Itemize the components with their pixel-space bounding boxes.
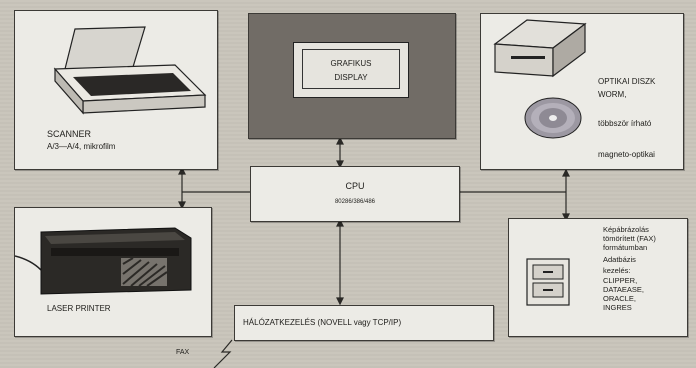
db-line6: CLIPPER, <box>603 276 638 285</box>
printer-title: LASER PRINTER <box>47 304 111 313</box>
db-line4: Adatbázis <box>603 255 636 264</box>
db-line5: kezelés: <box>603 266 631 275</box>
filing-cabinet-icon <box>526 258 570 306</box>
network-box: HÁLÓZATKEZELÉS (NOVELL vagy TCP/IP) <box>234 305 494 341</box>
display-line2: DISPLAY <box>334 73 368 82</box>
scanner-panel: SCANNER A/3—A/4, mikrofilm <box>14 10 218 170</box>
display-line1: GRAFIKUS <box>330 59 372 68</box>
optical-magneto: magneto-optikai <box>598 150 655 159</box>
optical-drive-icon <box>493 19 587 139</box>
db-line9: INGRES <box>603 303 632 312</box>
display-screen: GRAFIKUS DISPLAY <box>293 42 409 98</box>
optical-disk-panel: OPTIKAI DISZK WORM, többször írható magn… <box>480 13 684 170</box>
fax-zigzag <box>213 339 233 368</box>
optical-title: OPTIKAI DISZK <box>598 77 656 86</box>
scanner-subtitle: A/3—A/4, mikrofilm <box>47 142 116 151</box>
scanner-title: SCANNER <box>47 129 92 139</box>
display-panel: GRAFIKUS DISPLAY <box>248 13 456 139</box>
optical-worm: WORM, <box>598 90 627 99</box>
cpu-box: CPU 80286/386/486 <box>250 166 460 222</box>
db-line3: formátumban <box>603 243 648 252</box>
display-inner-frame <box>302 49 400 89</box>
printer-panel: LASER PRINTER <box>14 207 212 337</box>
db-line7: DATAEASE, <box>603 285 644 294</box>
db-line2: tömörített (FAX) <box>603 234 656 243</box>
db-line1: Képábrázolás <box>603 225 649 234</box>
database-panel: Képábrázolás tömörített (FAX) formátumba… <box>508 218 688 337</box>
network-label: HÁLÓZATKEZELÉS (NOVELL vagy TCP/IP) <box>243 318 402 327</box>
scanner-icon <box>53 26 207 115</box>
db-line8: ORACLE, <box>603 294 636 303</box>
cpu-title: CPU <box>345 181 365 191</box>
laser-printer-icon <box>15 227 192 295</box>
optical-rewritable: többször írható <box>598 119 652 128</box>
fax-label: FAX <box>176 349 190 356</box>
cpu-subtitle: 80286/386/486 <box>334 199 376 205</box>
